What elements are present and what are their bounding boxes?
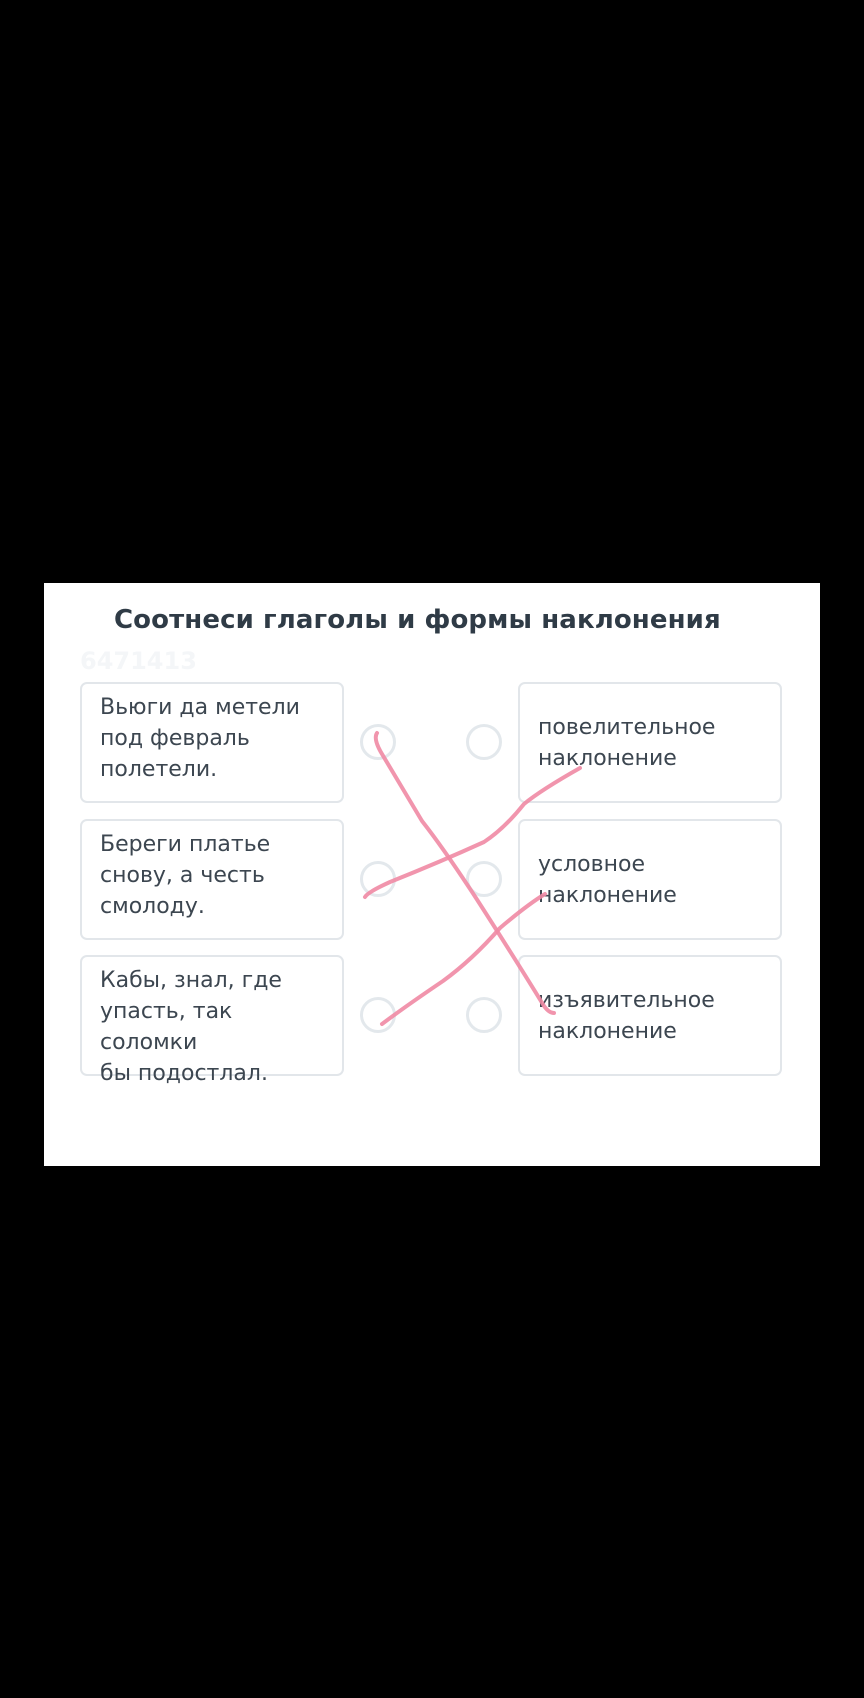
right-item-1[interactable]: повелительное наклонение xyxy=(518,682,782,803)
left-item-3[interactable]: Кабы, знал, где упасть, так соломки бы п… xyxy=(80,955,344,1086)
task-title: Соотнеси глаголы и формы наклонения xyxy=(114,605,721,635)
right-connector-3[interactable] xyxy=(466,997,502,1033)
right-connector-2[interactable] xyxy=(466,861,502,897)
right-connector-1[interactable] xyxy=(466,724,502,760)
left-item-2[interactable]: Береги платье снову, а честь смолоду. xyxy=(80,819,344,940)
right-item-2[interactable]: условное наклонение xyxy=(518,819,782,940)
left-item-1[interactable]: Вьюги да метели под февраль полетели. xyxy=(80,682,344,803)
left-connector-2[interactable] xyxy=(360,861,396,897)
left-connector-3[interactable] xyxy=(360,997,396,1033)
task-watermark: 6471413 xyxy=(80,647,197,675)
left-connector-1[interactable] xyxy=(360,724,396,760)
matching-task-panel: Соотнеси глаголы и формы наклонения 6471… xyxy=(44,583,820,1166)
right-item-3[interactable]: изъявительное наклонение xyxy=(518,955,782,1076)
